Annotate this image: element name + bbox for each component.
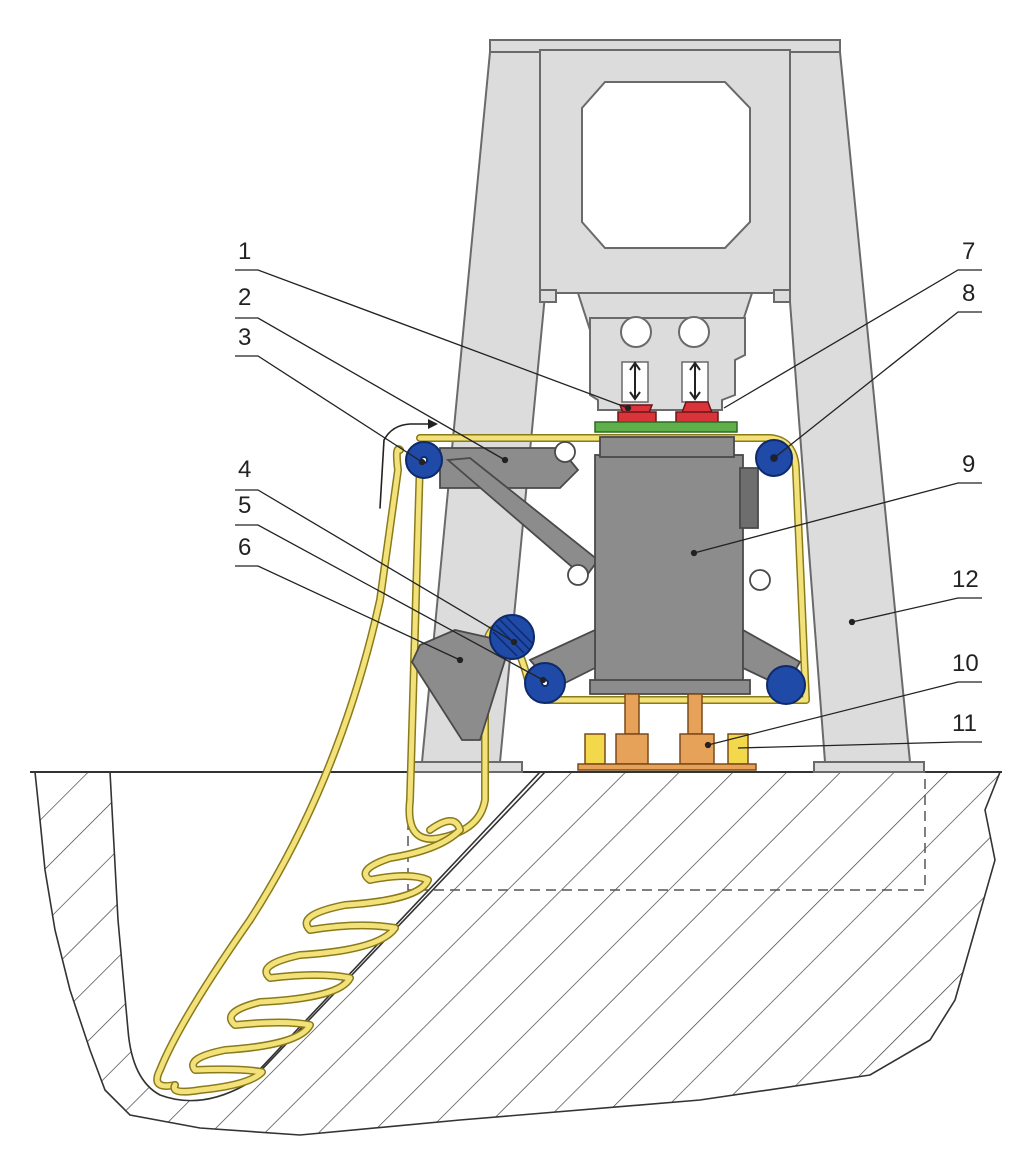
press-mechanism bbox=[410, 436, 802, 741]
press-block-side-right bbox=[739, 467, 759, 529]
callout-8: 8 bbox=[962, 280, 976, 307]
press-eccentric-right bbox=[678, 316, 710, 348]
cylinder-rod-right bbox=[687, 693, 703, 735]
leader-8 bbox=[773, 311, 982, 459]
leader-5 bbox=[235, 524, 544, 681]
leader-dot-3 bbox=[418, 458, 426, 466]
leader-dot-8 bbox=[770, 454, 778, 462]
leader-2 bbox=[235, 317, 506, 461]
pivot-mid-right bbox=[749, 569, 771, 591]
guide-plate bbox=[594, 421, 738, 433]
leader-dot-9 bbox=[690, 549, 698, 557]
frame-base-left bbox=[409, 761, 523, 773]
press-block-cap bbox=[599, 436, 735, 458]
ground-section bbox=[30, 771, 1002, 1136]
leader-dot-2 bbox=[501, 456, 509, 464]
cylinder-rod-left bbox=[624, 693, 640, 735]
leader-12 bbox=[851, 597, 982, 623]
callout-9: 9 bbox=[962, 451, 976, 478]
leader-6 bbox=[235, 565, 461, 661]
leader-7 bbox=[723, 269, 982, 409]
callout-3: 3 bbox=[238, 324, 252, 351]
callout-11: 11 bbox=[952, 710, 977, 737]
frame-head-lug-left bbox=[539, 289, 557, 303]
pit-cavity bbox=[109, 771, 542, 1102]
drive-drum bbox=[489, 614, 535, 660]
leader-dot-12 bbox=[848, 618, 856, 626]
frame-head-window bbox=[581, 81, 751, 249]
frame-head-lug-right bbox=[773, 289, 791, 303]
leader-lines bbox=[235, 269, 982, 749]
leader-3 bbox=[235, 355, 423, 463]
base-stop-left bbox=[584, 733, 606, 765]
base-plate bbox=[577, 763, 757, 771]
press-block-foot bbox=[589, 679, 751, 695]
belt-folded-pile-fill bbox=[171, 818, 463, 1095]
leader-9 bbox=[693, 482, 982, 554]
leader-dot-4 bbox=[510, 638, 518, 646]
lower-right-roller bbox=[766, 665, 806, 705]
base-stop-right bbox=[727, 733, 749, 765]
leader-11 bbox=[737, 741, 982, 749]
callout-6: 6 bbox=[238, 534, 252, 561]
pinch-lever bbox=[410, 629, 506, 741]
leader-dot-1 bbox=[624, 404, 632, 412]
press-head-housing bbox=[589, 317, 746, 411]
callout-5: 5 bbox=[238, 492, 252, 519]
arrow-double-right bbox=[689, 361, 701, 401]
feed-direction-arrow bbox=[379, 423, 431, 509]
feed-arrow-head bbox=[428, 419, 438, 429]
leader-4 bbox=[235, 489, 515, 643]
pivot-top bbox=[554, 441, 576, 463]
hydraulic-cylinder-left bbox=[615, 733, 649, 765]
press-eccentric-left bbox=[620, 316, 652, 348]
foundation-outline bbox=[407, 772, 926, 891]
callout-12: 12 bbox=[952, 566, 979, 593]
press-block bbox=[594, 454, 744, 688]
press-head bbox=[589, 316, 746, 433]
base-hydraulics bbox=[577, 693, 757, 771]
leader-1 bbox=[235, 269, 629, 409]
leader-dot-6 bbox=[456, 656, 464, 664]
leader-dot-5 bbox=[539, 676, 547, 684]
frame-base-right bbox=[813, 761, 925, 773]
callout-1: 1 bbox=[238, 238, 252, 265]
pivot-mid-left bbox=[567, 564, 589, 586]
leader-10 bbox=[707, 681, 982, 746]
belt-outer-strand-fill bbox=[154, 446, 403, 1089]
callout-10: 10 bbox=[952, 650, 979, 677]
machine-frame bbox=[409, 39, 925, 773]
arrow-double-left bbox=[629, 361, 641, 401]
hydraulic-cylinder-right bbox=[679, 733, 715, 765]
callout-2: 2 bbox=[238, 284, 252, 311]
callout-4: 4 bbox=[238, 456, 252, 483]
callout-7: 7 bbox=[962, 238, 976, 265]
leader-dot-10 bbox=[704, 741, 712, 749]
